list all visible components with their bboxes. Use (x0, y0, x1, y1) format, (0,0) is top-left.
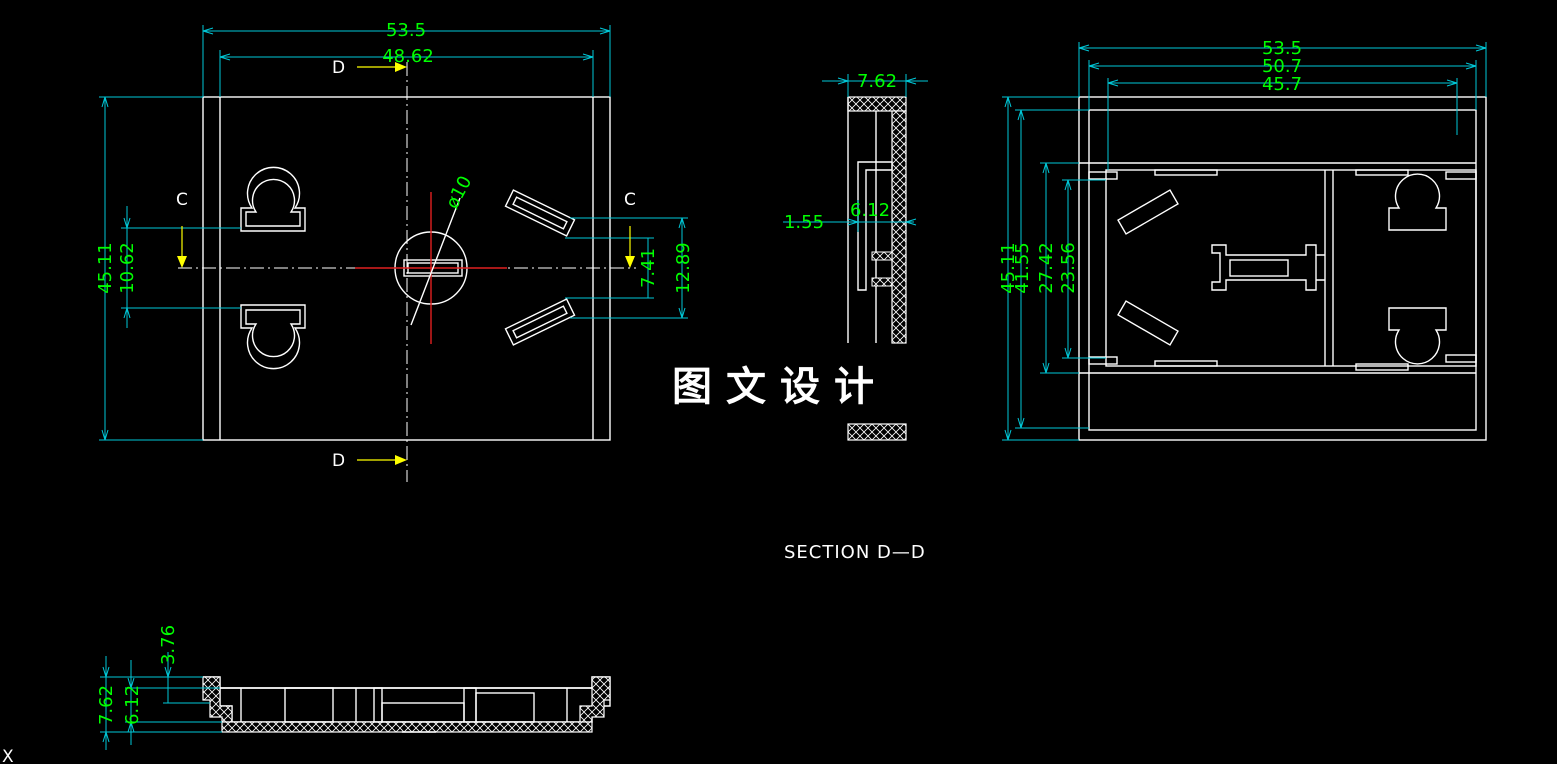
svg-text:45.11: 45.11 (998, 242, 1019, 294)
section-inner-frame (1088, 109, 1477, 431)
section-clip (1154, 360, 1218, 367)
section-center-bracket (1211, 244, 1317, 291)
svg-text:23.56: 23.56 (1058, 242, 1079, 294)
section-cavity (1105, 169, 1477, 367)
ucs-x-label: X (2, 747, 14, 764)
section-clip (1355, 169, 1409, 176)
svg-text:12.89: 12.89 (673, 242, 694, 294)
diameter-label: ø10 (442, 173, 476, 213)
cut-marker-d-top: D (332, 58, 407, 78)
section-title: SECTION D—D (784, 542, 926, 563)
svg-text:6.12: 6.12 (122, 685, 143, 725)
bottom-outline (203, 676, 611, 723)
svg-text:10.62: 10.62 (117, 242, 138, 294)
angled-slot-lower (504, 298, 576, 346)
angled-slot-upper (504, 189, 576, 237)
svg-text:D: D (332, 58, 345, 78)
section-bracket-arms (1316, 254, 1325, 281)
dim-side-thickness: 7.62 (822, 71, 928, 97)
bottom-pocket (284, 687, 334, 723)
cut-marker-c-right: C (624, 190, 636, 268)
svg-text:1.55: 1.55 (784, 212, 824, 233)
svg-text:50.7: 50.7 (1262, 56, 1302, 77)
section-clip (1445, 354, 1477, 363)
side-bottom-wall (847, 423, 907, 441)
side-inner-rib (857, 161, 893, 291)
side-top-wall (847, 96, 907, 112)
svg-text:7.62: 7.62 (96, 685, 117, 725)
section-clip (1355, 363, 1409, 371)
side-view: 7.62 6.12 1.55 (783, 71, 928, 441)
bottom-base-plate (221, 721, 593, 733)
section-clip (1088, 356, 1118, 365)
section-angled-slot-upper (1117, 189, 1179, 235)
dim-section-h-mid: 41.55 (1012, 109, 1089, 429)
svg-text:53.5: 53.5 (386, 20, 426, 41)
bottom-view: 7.62 6.12 3.76 (96, 625, 611, 750)
svg-text:45.11: 45.11 (95, 242, 116, 294)
bottom-pocket (475, 692, 535, 723)
dim-front-slot-pitch: 10.62 (117, 206, 241, 328)
dim-front-right-large: 12.89 (570, 217, 694, 319)
bottom-center-channel (381, 702, 465, 723)
cut-marker-d-bottom: D (332, 451, 407, 471)
section-keyhole-top (1388, 173, 1447, 231)
bottom-center-post (373, 687, 383, 723)
section-view: 53.5 50.7 45.7 45.11 (998, 38, 1487, 441)
dim-side-inner-gap: 6.12 1.55 (783, 200, 917, 233)
section-keyhole-bottom (1388, 307, 1447, 365)
dim-section-h-inner-a: 27.42 (1036, 162, 1079, 374)
bottom-rib (463, 687, 477, 723)
svg-text:48.62: 48.62 (382, 46, 434, 67)
svg-text:7.62: 7.62 (857, 71, 897, 92)
dim-front-width-inner: 48.62 (219, 46, 594, 97)
dim-section-h-outer: 45.11 (998, 96, 1079, 441)
section-center-slot (1229, 259, 1289, 277)
svg-text:D: D (332, 451, 345, 471)
front-view: ø10 53.5 48.62 (95, 20, 694, 482)
svg-text:6.12: 6.12 (850, 200, 890, 221)
side-right-wall (891, 110, 907, 344)
dim-section-h-inner-b: 23.56 (1058, 179, 1106, 359)
keyhole-slot-top (240, 166, 306, 232)
bottom-right-wall (579, 676, 611, 723)
watermark-text: 图文设计 (672, 364, 888, 410)
dim-front-height: 45.11 (95, 96, 203, 441)
bottom-left-wall (202, 676, 233, 723)
svg-text:C: C (176, 190, 188, 210)
svg-text:3.76: 3.76 (158, 625, 179, 665)
svg-text:41.55: 41.55 (1012, 242, 1033, 294)
dim-section-width-inner: 45.7 (1107, 74, 1458, 170)
svg-text:27.42: 27.42 (1036, 242, 1057, 294)
svg-text:C: C (624, 190, 636, 210)
svg-text:7.41: 7.41 (638, 248, 659, 288)
section-angled-slot-lower (1117, 300, 1179, 346)
section-clip (1088, 171, 1118, 180)
dim-front-right-small: 7.41 (565, 237, 659, 299)
dim-section-width-mid: 50.7 (1088, 56, 1477, 110)
section-outer-frame (1078, 96, 1487, 441)
section-clip (1445, 171, 1477, 180)
side-clip-upper (871, 251, 893, 261)
dim-section-width-outer: 53.5 (1078, 38, 1487, 97)
section-clip (1154, 169, 1218, 176)
svg-text:53.5: 53.5 (1262, 38, 1302, 59)
side-clip-lower (871, 277, 893, 287)
svg-text:45.7: 45.7 (1262, 74, 1302, 95)
diameter-leader (410, 197, 461, 326)
cut-marker-c-left: C (176, 190, 188, 268)
dim-bottom-total: 7.62 (96, 656, 222, 750)
dim-front-width-outer: 53.5 (202, 20, 611, 97)
dim-bottom-inner: 6.12 (122, 660, 222, 745)
dim-bottom-step: 3.76 (158, 625, 210, 704)
keyhole-slot-bottom (240, 304, 306, 370)
